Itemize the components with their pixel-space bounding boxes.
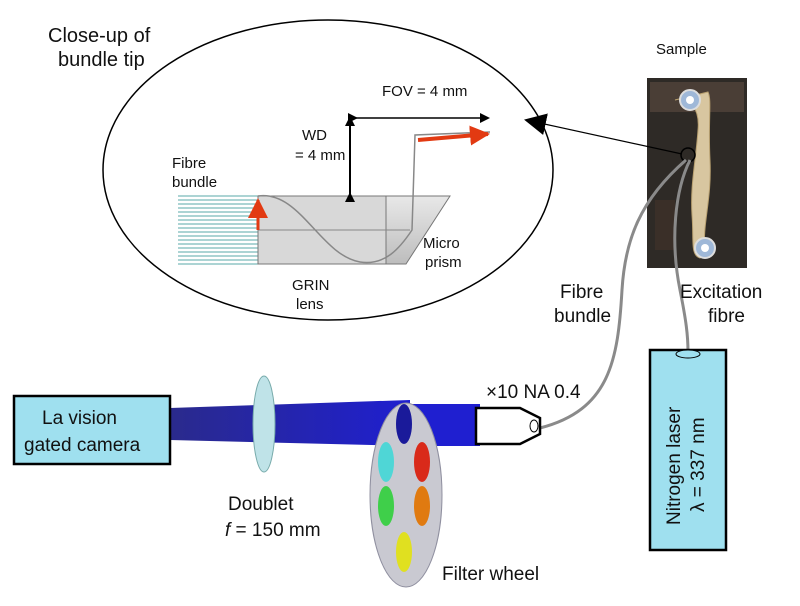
beam-converging <box>170 400 410 446</box>
grin-ray <box>257 131 491 264</box>
filter-wheel-label: Filter wheel <box>442 564 539 585</box>
excitation-fibre-label-line2: fibre <box>708 306 745 327</box>
excitation-fibre-label-line1: Excitation <box>680 282 762 303</box>
closeup-title-line1: Close-up of <box>48 25 151 47</box>
objective-label: ×10 NA 0.4 <box>486 382 581 403</box>
micro-prism-label-line2: prism <box>425 254 462 271</box>
object-arrow <box>417 125 490 146</box>
fibre-bundle-lines <box>178 195 258 265</box>
micro-prism <box>385 195 451 265</box>
camera-box <box>12 394 172 466</box>
fibre-bundle-label-line2: bundle <box>554 306 611 327</box>
doublet-focal-value: = 150 mm <box>230 520 320 541</box>
grin-label-line2: lens <box>296 296 324 313</box>
laser-label-line1: Nitrogen laser <box>664 406 685 525</box>
fibre-bundle-closeup-line2: bundle <box>172 174 217 191</box>
fov-label: FOV = 4 mm <box>382 83 467 100</box>
wd-label-line1: WD <box>302 127 327 144</box>
filter-green <box>378 486 394 526</box>
grin-label-line1: GRIN <box>292 277 330 294</box>
micro-prism-label-line1: Micro <box>423 235 460 252</box>
doublet-lens <box>252 375 276 473</box>
fibre-bundle-cable <box>539 158 687 430</box>
sample-photo <box>647 78 747 268</box>
doublet-focal-symbol: f <box>225 520 232 541</box>
nitrogen-laser-box <box>648 348 728 552</box>
closeup-pointer-arrow <box>524 113 683 155</box>
closeup-title-line2: bundle tip <box>58 49 145 71</box>
filter-cyan <box>378 442 394 482</box>
laser-port <box>675 349 701 359</box>
camera-label-line2: gated camera <box>24 435 141 456</box>
filter-red <box>414 442 430 482</box>
wd-label-line2: = 4 mm <box>295 147 345 164</box>
objective-tip <box>529 419 539 433</box>
excitation-fibre-cable <box>673 159 692 353</box>
objective-lens <box>474 406 542 446</box>
sample-label: Sample <box>656 41 707 58</box>
fibre-bundle-label-line1: Fibre <box>560 282 603 303</box>
doublet-label-line2: f = 150 mm <box>225 520 321 541</box>
camera-label-line1: La vision <box>42 408 117 429</box>
doublet-label-line1: Doublet <box>228 494 294 515</box>
filter-orange <box>414 486 430 526</box>
laser-label-line2: λ = 337 nm <box>688 417 709 512</box>
fibre-bundle-closeup-line1: Fibre <box>172 155 206 172</box>
filter-yellow <box>396 532 412 572</box>
filter-blue <box>396 404 412 444</box>
closeup-ellipse <box>102 19 554 321</box>
